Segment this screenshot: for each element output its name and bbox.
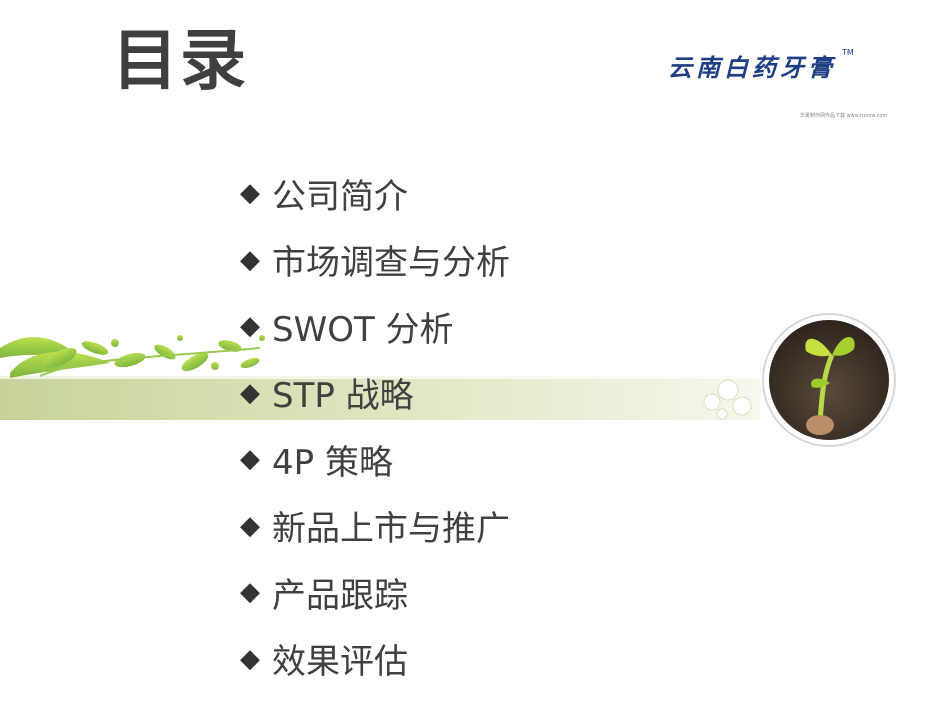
toc-item-label: 效果评估 xyxy=(272,642,408,683)
toc-item-label: STP 战略 xyxy=(272,376,414,417)
toc-item: ◆ STP 战略 xyxy=(240,360,510,427)
diamond-bullet-icon: ◆ xyxy=(240,510,260,541)
diamond-bullet-icon: ◆ xyxy=(240,244,260,275)
toc-item: ◆ SWOT 分析 xyxy=(240,293,510,360)
toc-item: ◆ 产品跟踪 xyxy=(240,559,510,626)
diamond-bullet-icon: ◆ xyxy=(240,178,260,209)
toc-item-label: 产品跟踪 xyxy=(272,575,408,616)
watermark: 华夏制作网作品下载 www.hxzzw.com xyxy=(800,113,888,119)
diamond-bullet-icon: ◆ xyxy=(240,577,260,608)
diamond-bullet-icon: ◆ xyxy=(240,643,260,674)
toc-item: ◆ 效果评估 xyxy=(240,626,510,693)
toc-list: ◆ 公司简介 ◆ 市场调查与分析 ◆ SWOT 分析 ◆ STP 战略 ◆ 4P 策略 ◆… xyxy=(240,160,510,692)
toc-item: ◆ 公司简介 xyxy=(240,160,510,227)
diamond-bullet-icon: ◆ xyxy=(240,377,260,408)
toc-item-label: 4P 策略 xyxy=(272,442,393,483)
toc-item-label: SWOT 分析 xyxy=(272,309,454,350)
decorative-leaf-band xyxy=(0,318,950,428)
brand-logo: 云南白药牙膏 TM xyxy=(662,48,947,84)
trademark-mark: TM xyxy=(842,48,854,57)
toc-item-label: 新品上市与推广 xyxy=(272,509,510,550)
toc-item: ◆ 4P 策略 xyxy=(240,426,510,493)
toc-item-label: 市场调查与分析 xyxy=(272,243,510,284)
diamond-bullet-icon: ◆ xyxy=(240,311,260,342)
toc-item-label: 公司简介 xyxy=(272,176,408,217)
diamond-bullet-icon: ◆ xyxy=(240,444,260,475)
sprout-image xyxy=(762,313,896,447)
slide-title: 目录 xyxy=(112,22,248,99)
toc-item: ◆ 新品上市与推广 xyxy=(240,493,510,560)
toc-item: ◆ 市场调查与分析 xyxy=(240,227,510,294)
logo-text: 云南白药牙膏 xyxy=(668,53,836,82)
